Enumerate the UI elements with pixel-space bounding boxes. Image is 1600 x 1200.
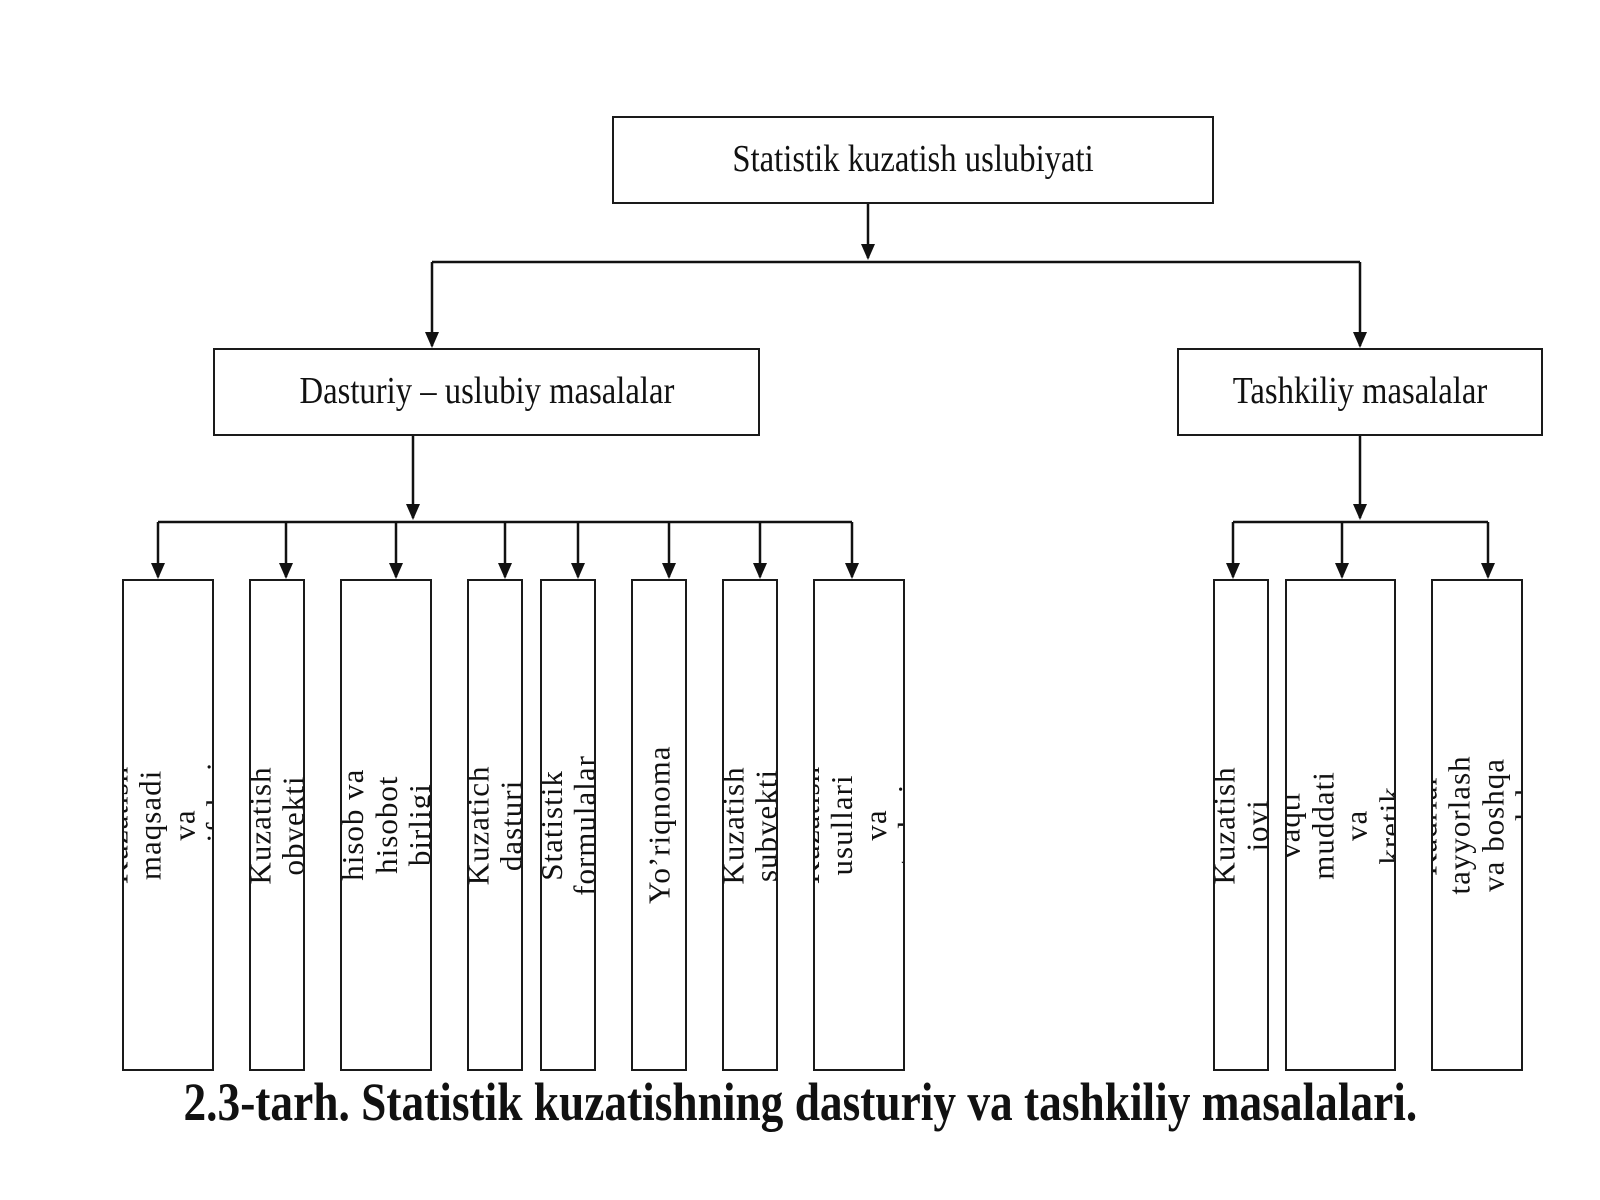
leaf-program-label: Kuzatich dasturi xyxy=(467,765,523,885)
branch-organizational-label: Tashkiliy masalalar xyxy=(1232,370,1488,413)
leaf-subject: Kuzatish subyekti xyxy=(722,579,778,1071)
leaf-time-label: Kuzatish vaqti muddati va kretik moment xyxy=(1285,770,1396,880)
leaf-forms-label: Statistik formulalar xyxy=(540,754,596,896)
leaf-instructions: Yo’riqnoma xyxy=(631,579,687,1071)
leaf-time: Kuzatish vaqti muddati va kretik moment xyxy=(1285,579,1396,1071)
leaf-unit: Kuzatish, hisob va hisobot birligi obyek… xyxy=(340,579,432,1071)
leaf-place: Kuzatish joyi xyxy=(1213,579,1269,1071)
leaf-unit-label: Kuzatish, hisob va hisobot birligi obyek… xyxy=(340,768,432,882)
leaf-methods-label: Kuzatish usullari va turlari xyxy=(813,765,905,885)
root-node: Statistik kuzatish uslubiyati xyxy=(612,116,1214,204)
leaf-object: Kuzatish obyekti xyxy=(249,579,305,1071)
leaf-staff: Kadrlar tayyorlash va boshqa masalalar xyxy=(1431,579,1523,1071)
figure-caption-text: 2.3-tarh. Statistik kuzatishning dasturi… xyxy=(183,1072,1417,1132)
leaf-staff-label: Kadrlar tayyorlash va boshqa masalalar xyxy=(1431,755,1523,895)
leaf-program: Kuzatich dasturi xyxy=(467,579,523,1071)
leaf-goals: Kuzatish maqsadi va vazifalari xyxy=(122,579,214,1071)
branch-programmatic-label: Dasturiy – uslubiy masalalar xyxy=(299,370,674,413)
leaf-methods: Kuzatish usullari va turlari xyxy=(813,579,905,1071)
branch-organizational-node: Tashkiliy masalalar xyxy=(1177,348,1543,436)
leaf-goals-label: Kuzatish maqsadi va vazifalari xyxy=(122,761,214,889)
leaf-instructions-label: Yo’riqnoma xyxy=(641,745,677,905)
figure-caption: 2.3-tarh. Statistik kuzatishning dasturi… xyxy=(0,1075,1600,1129)
root-label: Statistik kuzatish uslubiyati xyxy=(732,138,1094,181)
leaf-forms: Statistik formulalar xyxy=(540,579,596,1071)
leaf-subject-label: Kuzatish subyekti xyxy=(722,765,778,885)
leaf-place-label: Kuzatish joyi xyxy=(1213,765,1269,885)
leaf-object-label: Kuzatish obyekti xyxy=(249,765,305,885)
branch-programmatic-node: Dasturiy – uslubiy masalalar xyxy=(213,348,760,436)
